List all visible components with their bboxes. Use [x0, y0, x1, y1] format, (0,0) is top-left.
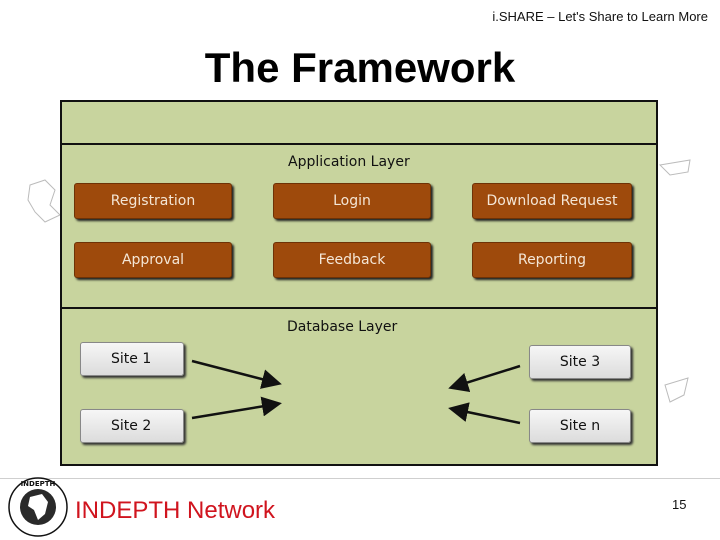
page-number: 15 [672, 497, 687, 512]
arrow-site3 [448, 364, 521, 393]
arrow-site2 [191, 396, 282, 420]
site-n-node[interactable]: Site n [529, 409, 631, 443]
svg-text:INDEPTH: INDEPTH [21, 480, 56, 488]
footer-organization: INDEPTH Network [75, 497, 276, 524]
reporting-button[interactable]: Reporting [472, 242, 632, 278]
feedback-button[interactable]: Feedback [273, 242, 431, 278]
login-button[interactable]: Login [273, 183, 431, 219]
footer-divider [0, 478, 720, 479]
approval-button[interactable]: Approval [74, 242, 232, 278]
site-3-node[interactable]: Site 3 [529, 345, 631, 379]
layer-divider [62, 307, 656, 309]
arrow-site1 [191, 359, 282, 389]
slide-title: The Framework [204, 44, 516, 91]
registration-button[interactable]: Registration [74, 183, 232, 219]
site-2-node[interactable]: Site 2 [80, 409, 184, 443]
top-band-divider [62, 143, 656, 145]
download-request-button[interactable]: Download Request [472, 183, 632, 219]
site-1-node[interactable]: Site 1 [80, 342, 184, 376]
framework-panel [60, 100, 658, 466]
database-layer-label: Database Layer [287, 319, 398, 335]
arrow-siten [448, 402, 521, 425]
application-layer-label: Application Layer [288, 154, 410, 170]
header-tagline: i.SHARE – Let's Share to Learn More [492, 9, 708, 24]
